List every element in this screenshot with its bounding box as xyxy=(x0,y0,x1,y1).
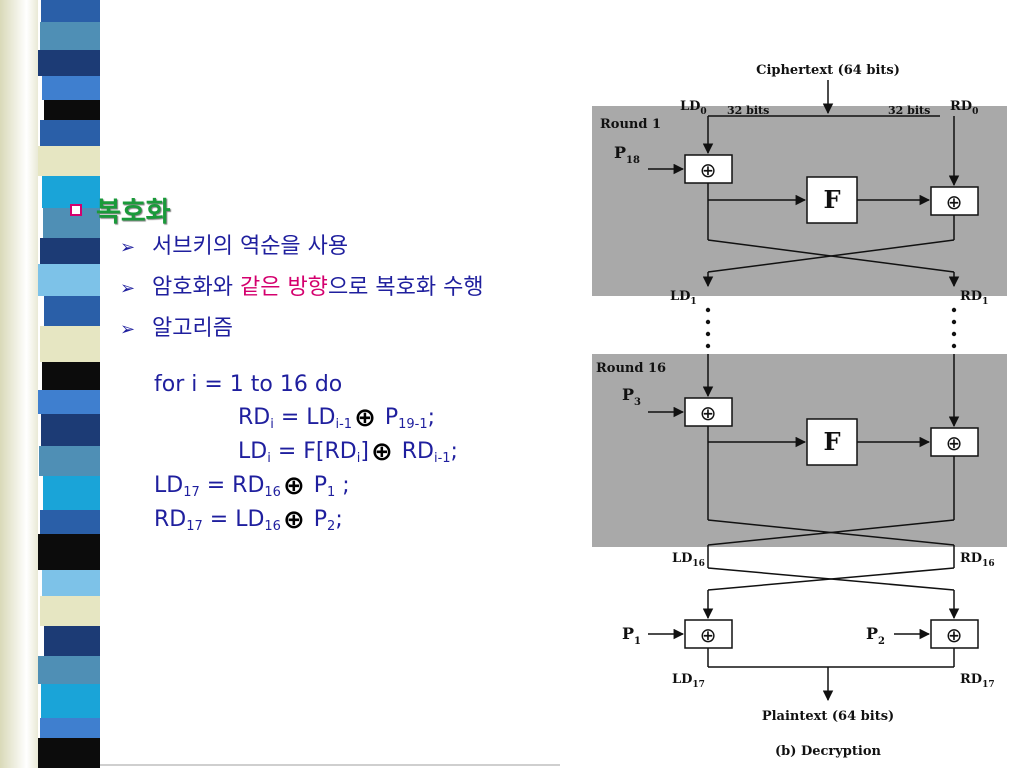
arrow-bullet-icon: ➢ xyxy=(120,278,136,299)
stripe-block xyxy=(40,22,100,50)
algo-line-ld17: LD17 = RD16⊕ P1 ; xyxy=(154,471,350,501)
bullet-text: 암호화와 xyxy=(152,275,240,300)
algo-line-rd17: RD17 = LD16⊕ P2; xyxy=(154,505,343,535)
stripe-block xyxy=(38,390,100,414)
decorative-stripes xyxy=(0,0,100,768)
stripe-block xyxy=(42,570,100,596)
stripe-block xyxy=(40,510,100,534)
xor-icon: ⊕ xyxy=(946,190,963,214)
stripe-block xyxy=(39,596,100,626)
continuation-dots xyxy=(705,307,957,349)
plaintext-label: Plaintext (64 bits) xyxy=(762,709,894,724)
rd17-label: RD17 xyxy=(960,672,995,690)
p18-label: P18 xyxy=(614,143,640,166)
bits-right-label: 32 bits xyxy=(888,104,930,117)
stripe-block xyxy=(42,362,100,390)
stripe-block xyxy=(40,120,100,146)
stripe-block xyxy=(42,176,100,208)
algo-line-rd-update: RDi = LDi-1⊕ P19-1; xyxy=(238,403,436,433)
xor-icon: ⊕ xyxy=(370,437,393,467)
xor-icon: ⊕ xyxy=(282,505,305,535)
decryption-diagram: Ciphertext (64 bits) LD0 32 bits 32 bits… xyxy=(592,63,1007,759)
bullet-highlight-text: 같은 방향 xyxy=(239,275,328,300)
algo-line-ld-update: LDi = F[RDi]⊕ RDi-1; xyxy=(238,437,458,467)
rd1-label: RD1 xyxy=(960,289,988,307)
bottom-rule xyxy=(100,764,560,766)
stripe-block xyxy=(38,738,100,768)
stripe-block xyxy=(38,50,100,76)
bullet-text: 으로 복호화 수행 xyxy=(327,275,484,300)
stripe-block xyxy=(41,684,100,718)
bullet-list: ➢ 서브키의 역순을 사용 ➢ 암호화와 같은 방향으로 복호화 수행 ➢ 알고리즘 xyxy=(120,232,484,355)
f-label: F xyxy=(823,185,840,214)
diagram-caption: (b) Decryption xyxy=(775,744,881,759)
ld1-label: LD1 xyxy=(670,289,697,307)
stripe-block xyxy=(43,626,100,656)
xor-box-final-left xyxy=(684,619,733,649)
xor-icon: ⊕ xyxy=(700,158,717,182)
stripe-block xyxy=(42,76,100,100)
ld17-label: LD17 xyxy=(672,672,705,690)
ciphertext-label: Ciphertext (64 bits) xyxy=(756,63,900,78)
stripe-block xyxy=(38,264,100,296)
arrow-bullet-icon: ➢ xyxy=(120,237,136,258)
xor-box-round1-left xyxy=(684,154,733,184)
stripe-block xyxy=(39,326,100,362)
rd16-label: RD16 xyxy=(960,551,995,569)
xor-icon: ⊕ xyxy=(700,401,717,425)
stripe-block xyxy=(38,656,100,684)
ld0-label: LD0 xyxy=(680,99,707,117)
bullet-text: 서브키의 역순을 사용 xyxy=(152,234,349,259)
bullet-item-algorithm: ➢ 알고리즘 xyxy=(120,314,484,355)
square-bullet-icon xyxy=(70,203,82,216)
stripe-block xyxy=(40,238,100,264)
xor-icon: ⊕ xyxy=(282,471,305,501)
xor-icon: ⊕ xyxy=(946,431,963,455)
p2-label: P2 xyxy=(866,624,885,647)
bullet-text: 알고리즘 xyxy=(152,316,233,341)
stripe-block xyxy=(44,100,100,120)
xor-box-round16-left xyxy=(684,397,733,427)
stripe-left-column xyxy=(0,0,38,768)
p3-label: P3 xyxy=(622,385,641,408)
xor-icon: ⊕ xyxy=(354,403,376,433)
stripe-block xyxy=(38,534,100,570)
slide-title: 복호화 xyxy=(96,197,171,228)
algo-line-for: for i = 1 to 16 do xyxy=(154,372,343,397)
ld16-label: LD16 xyxy=(672,551,705,569)
f-box-round1 xyxy=(806,176,858,224)
p1-label: P1 xyxy=(622,624,641,647)
xor-box-round16-right xyxy=(930,427,979,457)
bullet-item-same-direction: ➢ 암호화와 같은 방향으로 복호화 수행 xyxy=(120,273,484,314)
round16-label: Round 16 xyxy=(596,361,666,376)
stripe-block xyxy=(39,718,100,738)
xor-icon: ⊕ xyxy=(946,623,963,647)
rd0-label: RD0 xyxy=(950,99,978,117)
f-label: F xyxy=(823,427,840,456)
stripe-block xyxy=(38,446,100,476)
stripe-block xyxy=(42,476,100,510)
stripe-block xyxy=(41,0,100,22)
xor-icon: ⊕ xyxy=(700,623,717,647)
slide-title-row: 복호화 xyxy=(70,190,171,229)
round1-label: Round 1 xyxy=(600,117,661,132)
bullet-item-reverse-subkeys: ➢ 서브키의 역순을 사용 xyxy=(120,232,484,273)
stripe-block xyxy=(38,146,100,176)
arrow-bullet-icon: ➢ xyxy=(120,319,136,340)
stripe-block xyxy=(43,296,100,326)
bits-left-label: 32 bits xyxy=(727,104,769,117)
stripe-block xyxy=(41,414,100,446)
